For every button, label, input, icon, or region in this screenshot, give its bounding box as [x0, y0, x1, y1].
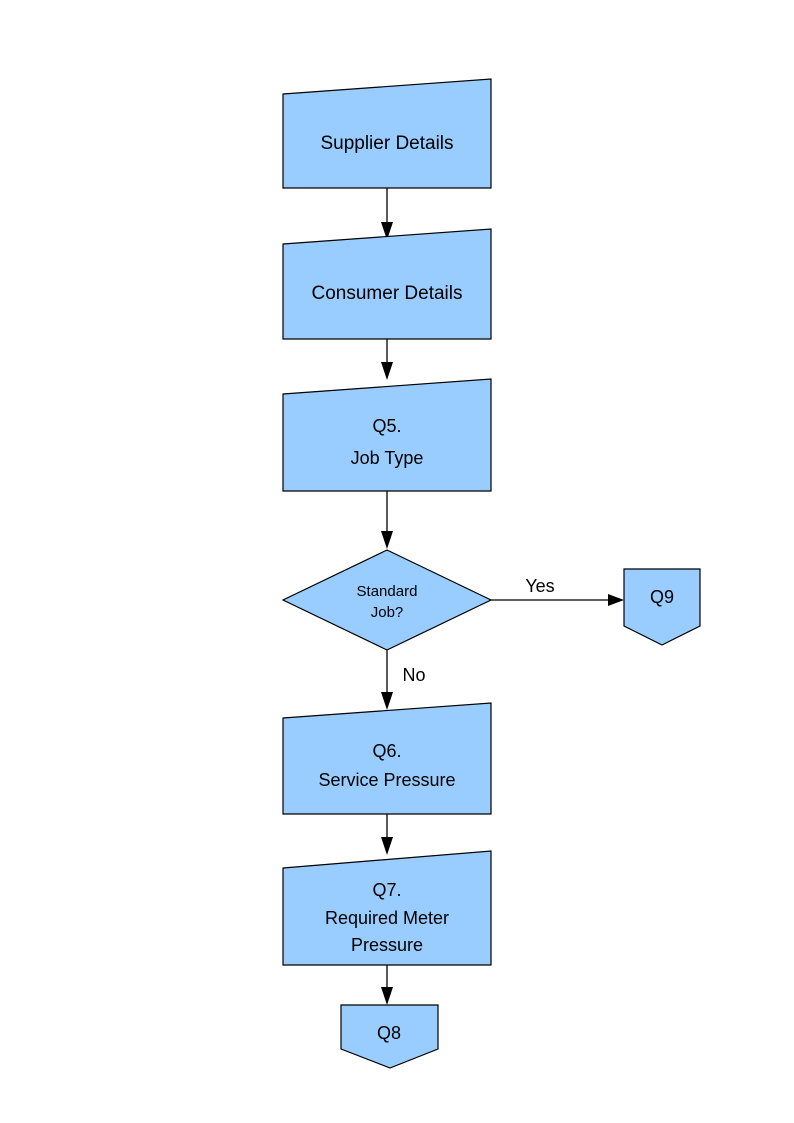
node-q9[interactable]: Q9 — [623, 568, 701, 646]
node-shape-diamond[interactable] — [281, 549, 493, 651]
node-q5-job-type[interactable]: Q5. Job Type — [282, 378, 492, 492]
node-shape-skewed-rectangle[interactable] — [282, 850, 492, 966]
arrowhead-icon — [381, 222, 393, 240]
node-q7-required-meter-pressure[interactable]: Q7. Required Meter Pressure — [282, 850, 492, 966]
node-label-q9: Q9 — [650, 587, 674, 607]
edge-consumer-to-q5 — [381, 339, 393, 380]
arrowhead-icon — [381, 531, 393, 549]
node-standard-job-decision[interactable]: Standard Job? — [281, 549, 493, 651]
arrowhead-icon — [608, 594, 624, 606]
arrowhead-icon — [381, 692, 393, 710]
node-label-q8: Q8 — [377, 1023, 401, 1043]
node-label-q7-line2: Required Meter — [325, 908, 449, 928]
node-shape-pentagon-down[interactable] — [340, 1004, 439, 1069]
edge-q6-to-q7 — [381, 814, 393, 855]
node-label-q6-line2: Service Pressure — [318, 770, 455, 790]
node-label-decision-line2: Job? — [371, 604, 404, 621]
node-label-q5-line1: Q5. — [372, 416, 401, 436]
node-label-q5-line2: Job Type — [351, 448, 424, 468]
node-label-consumer-details: Consumer Details — [312, 283, 463, 304]
node-shape-skewed-rectangle[interactable] — [282, 378, 492, 492]
edge-supplier-to-consumer — [381, 188, 393, 240]
edge-q7-to-q8 — [381, 965, 393, 1005]
edge-decision-to-q9: Yes — [491, 576, 624, 606]
node-shape-skewed-rectangle[interactable] — [282, 702, 492, 815]
node-consumer-details[interactable]: Consumer Details — [282, 228, 492, 340]
arrowhead-icon — [381, 987, 393, 1005]
edge-label-no: No — [402, 665, 425, 685]
node-shape-skewed-rectangle[interactable] — [282, 78, 492, 189]
node-shape-pentagon-down[interactable] — [623, 568, 701, 646]
arrowhead-icon — [381, 362, 393, 380]
node-label-q7-line1: Q7. — [372, 880, 401, 900]
node-shape-skewed-rectangle[interactable] — [282, 228, 492, 340]
node-q6-service-pressure[interactable]: Q6. Service Pressure — [282, 702, 492, 815]
node-label-q7-line3: Pressure — [351, 935, 423, 955]
edge-q5-to-decision — [381, 491, 393, 549]
node-label-q6-line1: Q6. — [372, 741, 401, 761]
edge-label-yes: Yes — [525, 576, 554, 596]
node-label-decision-line1: Standard — [357, 583, 418, 600]
node-q8[interactable]: Q8 — [340, 1004, 439, 1069]
node-label-supplier-details: Supplier Details — [320, 133, 453, 154]
arrowhead-icon — [381, 837, 393, 855]
node-supplier-details[interactable]: Supplier Details — [282, 78, 492, 189]
edge-decision-to-q6: No — [381, 650, 426, 710]
